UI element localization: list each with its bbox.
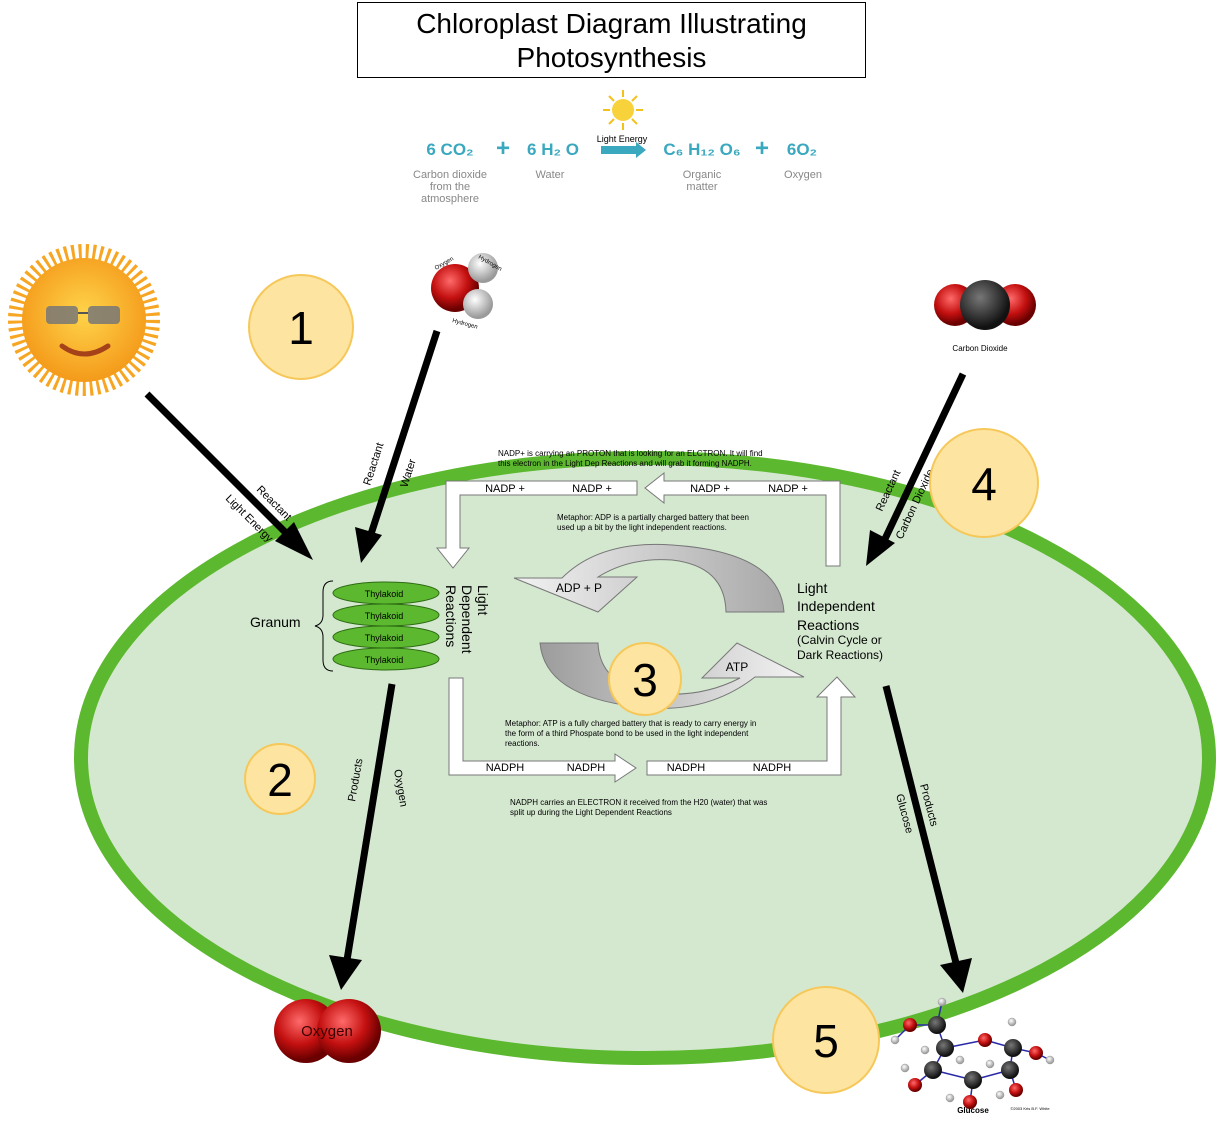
co2-label: Carbon Dioxide bbox=[952, 344, 1008, 353]
nadph-label-1: NADPH bbox=[486, 762, 525, 774]
co2-molecule-icon: Carbon Dioxide bbox=[934, 280, 1036, 353]
title-box: Chloroplast Diagram Illustrating Photosy… bbox=[357, 2, 866, 78]
nadp-label-1: NADP + bbox=[485, 483, 525, 495]
atp-note-3: reactions. bbox=[505, 739, 540, 748]
light-arrow bbox=[144, 391, 291, 538]
step-circle-1 bbox=[248, 274, 354, 380]
co2-caption-2: from the bbox=[430, 181, 470, 193]
water-arrow bbox=[367, 329, 441, 536]
adp-arrow bbox=[513, 543, 785, 613]
nadph-arrow-left bbox=[448, 677, 637, 783]
water-arrowhead bbox=[355, 527, 382, 563]
atp-note-2: the form of a third Phospate bond to be … bbox=[505, 729, 749, 738]
co2-arrow bbox=[880, 372, 967, 543]
thylakoid-label-1: Thylakoid bbox=[365, 589, 404, 599]
glucose-arrowhead bbox=[940, 958, 972, 993]
nadp-label-2: NADP + bbox=[572, 483, 612, 495]
equation-co2: 6 CO₂ bbox=[426, 140, 473, 159]
light-dependent-2: Dependent bbox=[459, 585, 475, 654]
nadp-label-4: NADP + bbox=[768, 483, 808, 495]
glucose-molecule-label: Glucose bbox=[957, 1106, 989, 1115]
water-arrow-label-1: Reactant bbox=[361, 441, 386, 487]
equation-sun-icon bbox=[603, 90, 643, 130]
nadph-note-1: NADPH carries an ELECTRON it received fr… bbox=[510, 798, 767, 807]
glucose-caption-2: matter bbox=[686, 181, 718, 193]
step-circle-3 bbox=[608, 642, 682, 716]
thylakoid-label-3: Thylakoid bbox=[365, 633, 404, 643]
step-number-2: 2 bbox=[267, 754, 293, 806]
equation-glucose: C₆ H₁₂ O₆ bbox=[663, 140, 740, 159]
equation-o2: 6O₂ bbox=[787, 140, 817, 159]
atp-note-1: Metaphor: ATP is a fully charged battery… bbox=[505, 719, 756, 728]
nadp-label-3: NADP + bbox=[690, 483, 730, 495]
adp-label: ADP + P bbox=[556, 581, 602, 595]
oxygen-arrowhead bbox=[329, 955, 362, 990]
nadph-arrow-right bbox=[646, 676, 857, 776]
equation-plus-2: + bbox=[755, 135, 769, 162]
nadph-label-2: NADPH bbox=[567, 762, 606, 774]
step-circle-2 bbox=[244, 743, 316, 815]
glucose-caption-1: Organic bbox=[683, 169, 722, 181]
h2o-caption: Water bbox=[536, 169, 565, 181]
nadp-arrow-left bbox=[435, 480, 638, 569]
granum-label: Granum bbox=[250, 614, 301, 630]
thylakoid-label-4: Thylakoid bbox=[365, 655, 404, 665]
thylakoid-4 bbox=[332, 647, 440, 671]
nadp-note-1: NADP+ is carrying an PROTON that is look… bbox=[498, 449, 763, 458]
water-label-hydrogen-2: Hydrogen bbox=[451, 318, 478, 331]
adp-note-1: Metaphor: ADP is a partially charged bat… bbox=[557, 513, 749, 522]
light-dependent-1: Light bbox=[475, 585, 491, 615]
glucose-arrow bbox=[882, 685, 960, 964]
oxygen-arrow bbox=[343, 683, 396, 961]
o2-caption: Oxygen bbox=[784, 169, 822, 181]
equation-arrow bbox=[601, 142, 646, 158]
step-number-3: 3 bbox=[632, 654, 658, 706]
equation-light-label: Light Energy bbox=[597, 134, 648, 144]
co2-caption-1: Carbon dioxide bbox=[413, 169, 487, 181]
step-number-4: 4 bbox=[971, 458, 997, 510]
granum-brace bbox=[314, 580, 334, 672]
glucose-molecule-icon: Glucose ©2003 Kris B.F. White bbox=[890, 997, 1055, 1115]
thylakoid-label-2: Thylakoid bbox=[365, 611, 404, 621]
light-independent-3: Reactions bbox=[797, 617, 859, 633]
co2-arrowhead bbox=[866, 530, 895, 566]
step-number-5: 5 bbox=[813, 1015, 839, 1067]
light-arrowhead bbox=[275, 522, 313, 560]
nadph-note-2: split up during the Light Dependent Reac… bbox=[510, 808, 672, 817]
light-independent-1: Light bbox=[797, 580, 827, 596]
light-independent-2: Independent bbox=[797, 598, 875, 614]
step-number-1: 1 bbox=[288, 302, 314, 354]
calvin-label-1: (Calvin Cycle or bbox=[797, 633, 882, 647]
co2-caption-3: atmosphere bbox=[421, 193, 479, 205]
sun-icon bbox=[8, 244, 160, 396]
glucose-copyright: ©2003 Kris B.F. White bbox=[1010, 1106, 1050, 1111]
title-line-1: Chloroplast Diagram Illustrating bbox=[416, 8, 807, 39]
light-dependent-3: Reactions bbox=[443, 585, 459, 647]
nadp-arrow-right bbox=[644, 471, 841, 567]
equation-plus-1: + bbox=[496, 135, 510, 162]
title-line-2: Photosynthesis bbox=[516, 42, 707, 73]
equation-h2o: 6 H₂ O bbox=[527, 140, 579, 159]
adp-note-2: used up a bit by the light independent r… bbox=[557, 523, 727, 532]
water-molecule-icon: Oxygen Hydrogen Hydrogen bbox=[431, 253, 503, 331]
oxygen-molecule-icon: Oxygen bbox=[274, 999, 381, 1063]
thylakoid-stack: Thylakoid Thylakoid Thylakoid Thylakoid bbox=[332, 581, 440, 671]
nadph-label-3: NADPH bbox=[667, 762, 706, 774]
nadp-note-2: this electron in the Light Dep Reactions… bbox=[498, 459, 752, 468]
nadph-label-4: NADPH bbox=[753, 762, 792, 774]
atp-label: ATP bbox=[726, 660, 748, 674]
step-circle-4 bbox=[929, 428, 1039, 538]
calvin-label-2: Dark Reactions) bbox=[797, 648, 883, 662]
step-circle-5 bbox=[772, 986, 880, 1094]
oxygen-molecule-label: Oxygen bbox=[301, 1023, 353, 1040]
